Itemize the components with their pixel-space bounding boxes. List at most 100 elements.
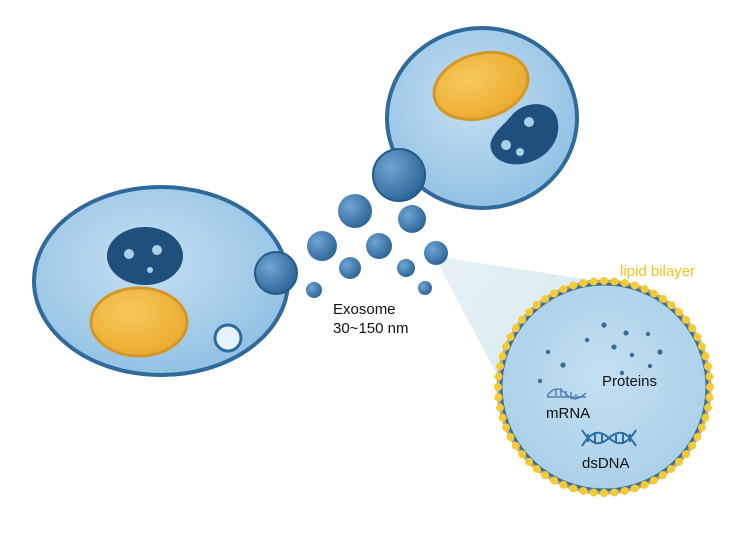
organelle-dot bbox=[152, 245, 162, 255]
lipid-bead bbox=[559, 480, 568, 489]
lipid-bead bbox=[494, 393, 503, 402]
lipid-bead bbox=[705, 393, 714, 402]
lipid-bead bbox=[658, 471, 667, 480]
lipid-bead bbox=[541, 294, 550, 303]
exosome bbox=[366, 233, 392, 259]
lipid-bead bbox=[705, 372, 714, 381]
lipid-bead bbox=[674, 308, 683, 317]
exosome bbox=[306, 282, 322, 298]
lipid-bead bbox=[532, 301, 541, 310]
lipid-bead bbox=[589, 277, 598, 286]
lipid-bilayer-label: lipid bilayer bbox=[620, 263, 695, 280]
lipid-bead bbox=[559, 285, 568, 294]
right-cell bbox=[372, 26, 579, 210]
lipid-bead bbox=[532, 464, 541, 473]
lipid-bead bbox=[525, 457, 534, 466]
lipid-bead bbox=[667, 464, 676, 473]
exosome bbox=[397, 259, 415, 277]
organelle-dot bbox=[516, 148, 524, 156]
lipid-bead bbox=[667, 301, 676, 310]
organelle-dot bbox=[524, 117, 534, 127]
protein-dots-icon bbox=[537, 322, 663, 384]
lipid-bead bbox=[640, 285, 649, 294]
lipid-bead bbox=[640, 480, 649, 489]
zoomed-exosome bbox=[494, 277, 714, 497]
mrna-strand-icon bbox=[546, 388, 587, 400]
lipid-bead bbox=[620, 279, 629, 288]
organelle-dot bbox=[501, 140, 511, 150]
right-cell-nucleus bbox=[432, 51, 530, 121]
lipid-bilayer-beads bbox=[494, 277, 714, 497]
lipid-bead bbox=[674, 457, 683, 466]
exosome bbox=[398, 205, 426, 233]
exosome bbox=[338, 194, 372, 228]
exosome bbox=[307, 231, 337, 261]
exosome-size-label: 30~150 nm bbox=[333, 320, 408, 337]
lipid-bead bbox=[703, 403, 712, 412]
dsdna-label: dsDNA bbox=[582, 455, 630, 472]
lipid-bead bbox=[498, 352, 507, 361]
lipid-bead bbox=[498, 413, 507, 422]
mrna-label: mRNA bbox=[546, 405, 590, 422]
lipid-bead bbox=[496, 403, 505, 412]
lipid-bead bbox=[620, 486, 629, 495]
lipid-bead bbox=[688, 441, 697, 450]
lipid-bead bbox=[693, 432, 702, 441]
proteins-label: Proteins bbox=[602, 373, 657, 390]
budding-vesicle-right bbox=[372, 148, 426, 202]
lipid-bead bbox=[649, 289, 658, 298]
lipid-bead bbox=[541, 471, 550, 480]
lipid-bead bbox=[688, 324, 697, 333]
lipid-bead bbox=[589, 488, 598, 497]
lipid-bead bbox=[518, 450, 527, 459]
exosome bbox=[424, 241, 448, 265]
lipid-bead bbox=[496, 362, 505, 371]
lipid-bead bbox=[630, 281, 639, 290]
lipid-bead bbox=[579, 486, 588, 495]
lipid-bead bbox=[550, 476, 559, 485]
lipid-bead bbox=[600, 277, 608, 285]
lipid-bead bbox=[703, 362, 712, 371]
lipid-bead bbox=[600, 489, 608, 497]
lipid-bead bbox=[610, 488, 619, 497]
lipid-bead bbox=[630, 484, 639, 493]
lipid-bead bbox=[569, 281, 578, 290]
exosome-cluster bbox=[306, 194, 448, 298]
left-cell bbox=[32, 185, 298, 377]
lipid-bead bbox=[569, 484, 578, 493]
lipid-bead bbox=[511, 441, 520, 450]
lipid-bead bbox=[502, 423, 511, 432]
lipid-bead bbox=[681, 315, 690, 324]
exosome bbox=[418, 281, 432, 295]
lipid-bead bbox=[681, 450, 690, 459]
left-cell-vacuole bbox=[213, 323, 243, 353]
lipid-bead bbox=[502, 342, 511, 351]
lipid-bead bbox=[494, 383, 502, 391]
budding-vesicle-left bbox=[254, 251, 298, 295]
organelle-dot bbox=[124, 249, 134, 259]
exosome bbox=[339, 257, 361, 279]
lipid-bead bbox=[579, 279, 588, 288]
left-cell-dark-organelle bbox=[107, 227, 183, 285]
lipid-bead bbox=[550, 289, 559, 298]
organelle-dot bbox=[147, 267, 153, 273]
lipid-bead bbox=[649, 476, 658, 485]
lipid-bead bbox=[693, 333, 702, 342]
lipid-bead bbox=[610, 277, 619, 286]
lipid-bead bbox=[706, 383, 714, 391]
lipid-bead bbox=[506, 333, 515, 342]
left-cell-nucleus bbox=[89, 286, 189, 358]
exosome-name-label: Exosome bbox=[333, 301, 396, 318]
lipid-bead bbox=[701, 352, 710, 361]
lipid-bead bbox=[525, 308, 534, 317]
lipid-bead bbox=[494, 372, 503, 381]
lipid-bead bbox=[697, 342, 706, 351]
dna-helix-icon bbox=[581, 429, 637, 447]
lipid-bead bbox=[697, 423, 706, 432]
lipid-bead bbox=[518, 315, 527, 324]
lipid-bead bbox=[701, 413, 710, 422]
lipid-bead bbox=[658, 294, 667, 303]
lipid-bead bbox=[506, 432, 515, 441]
lipid-bead bbox=[511, 324, 520, 333]
